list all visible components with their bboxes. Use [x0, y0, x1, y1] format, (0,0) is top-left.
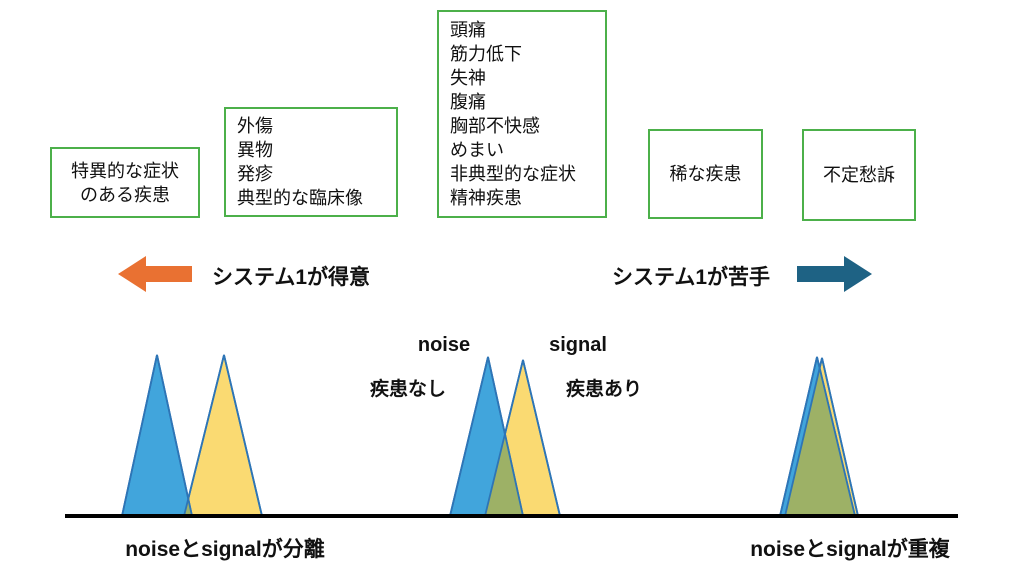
- box-rare-disease: 稀な疾患: [648, 129, 763, 219]
- right-arrow-icon: [797, 256, 872, 292]
- box-vague-complaints: 不定愁訴: [802, 129, 916, 221]
- box-typical-presentation: 外傷 異物 発疹 典型的な臨床像: [224, 107, 398, 217]
- signal-label: signal: [549, 334, 607, 356]
- noise-label: noise: [417, 334, 471, 356]
- box-atypical-symptoms: 頭痛 筋力低下 失神 腹痛 胸部不快感 めまい 非典型的な症状 精神疾患: [437, 10, 607, 218]
- overlap-caption: noiseとsignalが重複: [750, 538, 950, 561]
- noise-triangle-left: [120, 354, 194, 517]
- overlap-region-middle: [485, 434, 523, 516]
- box-specific-symptoms: 特異的な症状 のある疾患: [50, 147, 200, 218]
- system1-good-label: システム1が得意: [212, 266, 371, 289]
- system1-bad-label: システム1が苦手: [612, 266, 771, 289]
- no-disease-label: 疾患なし: [370, 379, 447, 400]
- overlap-region-left: [184, 499, 192, 516]
- signal-triangle-left: [182, 354, 264, 517]
- separated-caption: noiseとsignalが分離: [125, 538, 325, 561]
- disease-label: 疾患あり: [566, 379, 643, 400]
- left-arrow-icon: [118, 256, 192, 292]
- overlap-region-right: [785, 368, 855, 516]
